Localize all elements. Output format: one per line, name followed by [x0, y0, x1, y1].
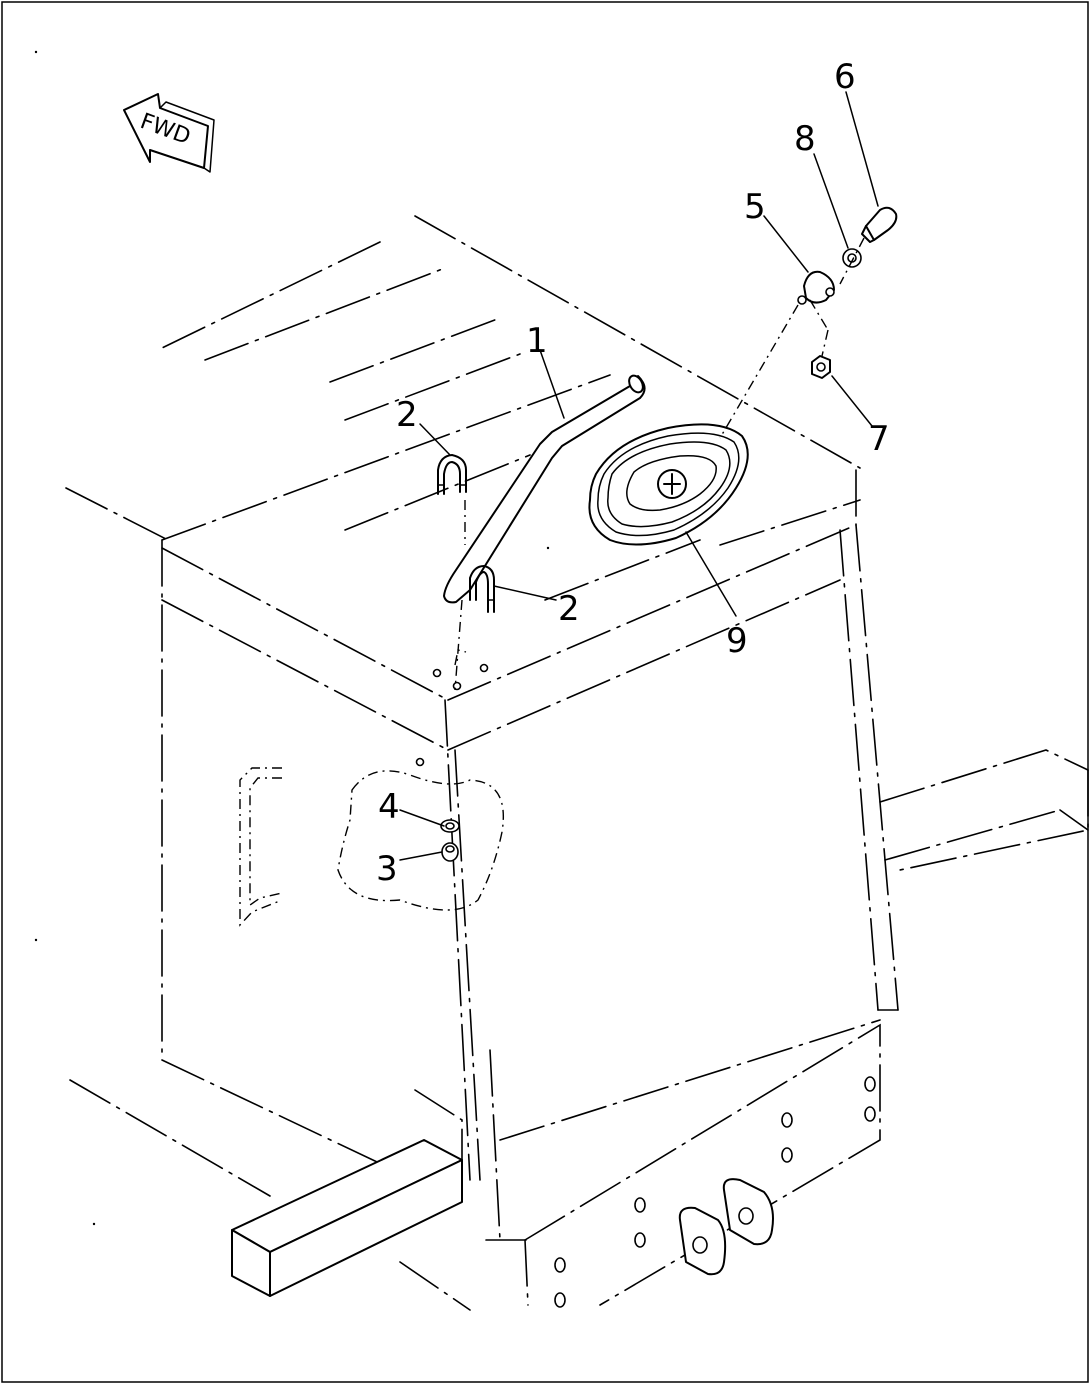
callout-7: 7 [868, 419, 890, 459]
fuel-tank-body [161, 374, 899, 1241]
side-handle [239, 767, 283, 927]
part-2-ubolt-lower [454, 565, 495, 691]
callout-1: 1 [526, 321, 548, 361]
part-8-washer [842, 248, 862, 268]
callout-2-upper: 2 [396, 395, 418, 435]
mounting-lugs [678, 1178, 774, 1276]
callout-8: 8 [794, 119, 816, 159]
callout-9: 9 [726, 621, 748, 661]
cutaway-detail [337, 770, 504, 911]
callout-6: 6 [834, 57, 856, 97]
scan-specks [34, 50, 550, 1226]
mounting-holes [415, 663, 489, 767]
callout-2-lower: 2 [558, 589, 580, 629]
part-2-ubolt-upper [437, 454, 467, 545]
callout-5: 5 [744, 187, 766, 227]
callout-4: 4 [378, 787, 400, 827]
leader-lines [399, 91, 879, 861]
fwd-arrow-icon: FWD [123, 93, 215, 173]
part-4-washer [440, 819, 460, 833]
machine-frame-outline [65, 215, 861, 1311]
frame-beam-right [879, 749, 1089, 871]
callout-labels: 1 2 2 3 4 5 6 7 8 9 [376, 57, 890, 889]
callout-3: 3 [376, 849, 398, 889]
part-6-bolt [839, 206, 898, 285]
part-5-clamp [719, 270, 835, 439]
part-7-nut [811, 355, 831, 379]
part-3-nut [441, 842, 459, 862]
part-9-filler-cap [588, 423, 749, 546]
part-1-tube [443, 374, 646, 604]
frame-beam-left [231, 1089, 463, 1297]
